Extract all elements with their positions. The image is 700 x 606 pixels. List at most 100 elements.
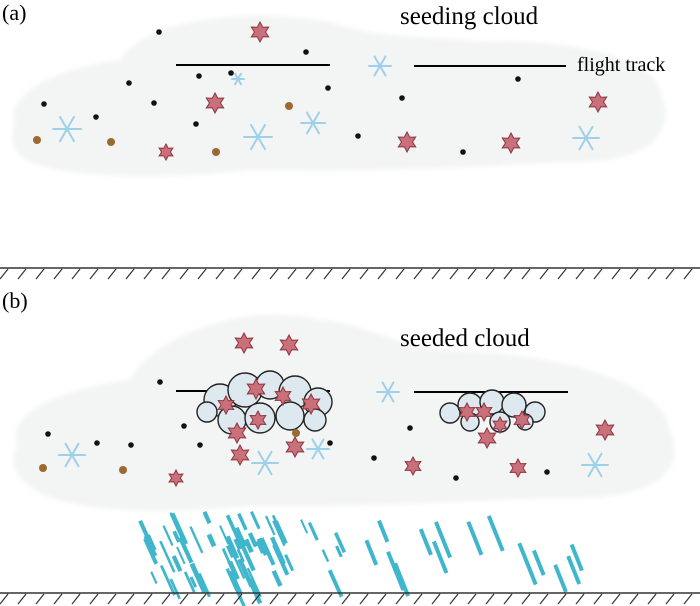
ground-hatch-mark — [17, 268, 27, 280]
flight-track-label: flight track — [577, 54, 665, 76]
seeding-cloud-title: seeding cloud — [400, 3, 539, 30]
rain-streak-icon — [259, 537, 276, 566]
rain-streak-icon — [147, 534, 157, 551]
panel-b-ice-crystals — [168, 331, 615, 488]
rain-streak-icon — [486, 515, 505, 552]
ground-hatch-mark — [161, 268, 171, 280]
ground-hatch-mark — [413, 268, 423, 280]
rain-streak-icon — [274, 520, 288, 545]
panel-a-particles — [33, 29, 521, 156]
ground-hatch-mark — [251, 593, 261, 605]
dark-particle-icon — [41, 101, 47, 107]
rain-streak-icon — [271, 569, 283, 587]
rain-streak-icon — [169, 512, 189, 546]
ground-hatch-mark — [143, 593, 153, 605]
ground-hatch-mark — [467, 593, 477, 605]
rain-streak-icon — [243, 538, 254, 554]
ground-hatch-mark — [323, 268, 333, 280]
dark-particle-icon — [126, 80, 132, 86]
rain-streak-icon — [189, 576, 197, 588]
panel-b-particles — [39, 379, 550, 481]
brown-particle-icon — [292, 429, 300, 437]
ground-hatch-mark — [611, 593, 621, 605]
rain-streak-icon — [171, 555, 183, 573]
ground-hatch-mark — [377, 268, 387, 280]
rain-streak-icon — [229, 577, 246, 606]
panel-b-snowflakes — [58, 381, 609, 478]
ground-hatch-mark — [647, 268, 657, 280]
dark-particle-icon — [544, 469, 550, 475]
rain-streak-icon — [553, 564, 568, 593]
rain-streak-icon — [335, 545, 343, 558]
ground-hatch-mark — [503, 268, 513, 280]
star-ice-crystal-icon — [492, 415, 508, 435]
dark-particle-icon — [196, 73, 202, 79]
star-ice-crystal-icon — [217, 394, 235, 416]
panel-a: (a) seeding cloud flight track — [0, 0, 700, 280]
dark-particle-icon — [407, 425, 413, 431]
snowflake-icon — [572, 125, 600, 151]
seeded-cloud-shape — [13, 314, 675, 511]
dark-particle-icon — [453, 475, 459, 481]
ground-hatch-mark — [683, 268, 693, 280]
rain-streak-icon — [229, 570, 243, 595]
snowflake-icon — [300, 111, 326, 135]
ground-hatch-mark — [89, 268, 99, 280]
snowflake-icon — [581, 452, 609, 478]
star-ice-crystal-icon — [513, 409, 531, 431]
ground-hatch-mark — [35, 268, 45, 280]
rain-streak-icon — [233, 538, 242, 551]
rain-streak-icon — [300, 519, 309, 534]
rain-streak-icon — [172, 530, 181, 543]
star-ice-crystal-icon — [230, 443, 250, 467]
ground-hatch-mark — [107, 268, 117, 280]
brown-particle-icon — [285, 102, 293, 110]
ground-hatch-mark — [557, 268, 567, 280]
ground-hatch-mark — [449, 268, 459, 280]
snowflake-icon — [58, 442, 86, 468]
star-ice-crystal-icon — [158, 142, 174, 162]
rain-streak-icon — [307, 521, 319, 541]
star-ice-crystal-icon — [249, 409, 267, 431]
rain-streak-icon — [176, 546, 186, 565]
star-ice-crystal-icon — [301, 392, 321, 416]
dark-particle-icon — [303, 49, 309, 55]
star-ice-crystal-icon — [205, 91, 225, 115]
rain-streak-icon — [246, 567, 262, 598]
rain-streak-icon — [531, 549, 546, 576]
ground-hatch-mark — [593, 593, 603, 605]
brown-particle-icon — [107, 138, 115, 146]
star-ice-crystal-icon — [404, 455, 422, 477]
brown-particle-icon — [39, 464, 47, 472]
star-ice-crystal-icon — [475, 401, 493, 423]
ground-hatch-mark — [71, 593, 81, 605]
rain-streak-icon — [237, 512, 248, 531]
dark-particle-icon — [515, 76, 521, 82]
ground-hatch-mark — [35, 593, 45, 605]
panel-a-label: (a) — [2, 0, 26, 25]
ground-hatch-mark — [287, 268, 297, 280]
ground-hatch-mark — [557, 593, 567, 605]
panel-b-label: (b) — [2, 288, 28, 313]
star-ice-crystal-icon — [501, 131, 521, 155]
rain-streak-icon — [189, 562, 208, 594]
ground-hatch-mark — [53, 268, 63, 280]
ground-hatch-mark — [467, 268, 477, 280]
ground-hatch-mark — [215, 268, 225, 280]
ground-hatching-a — [0, 268, 693, 280]
rain-streak-icon — [517, 542, 538, 586]
ground-hatch-mark — [233, 593, 243, 605]
rain-streak-icon — [178, 536, 194, 564]
ground-hatch-mark — [125, 268, 135, 280]
ground-hatch-mark — [359, 268, 369, 280]
ground-hatch-mark — [161, 593, 171, 605]
rain-streak-icon — [431, 540, 449, 574]
rain-streak-icon — [270, 536, 286, 565]
ground-hatch-mark — [197, 268, 207, 280]
ground-hatch-mark — [269, 268, 279, 280]
ground-hatch-mark — [89, 593, 99, 605]
dark-particle-icon — [327, 440, 333, 446]
ground-hatch-mark — [53, 593, 63, 605]
rain-streak-icon — [321, 549, 330, 563]
